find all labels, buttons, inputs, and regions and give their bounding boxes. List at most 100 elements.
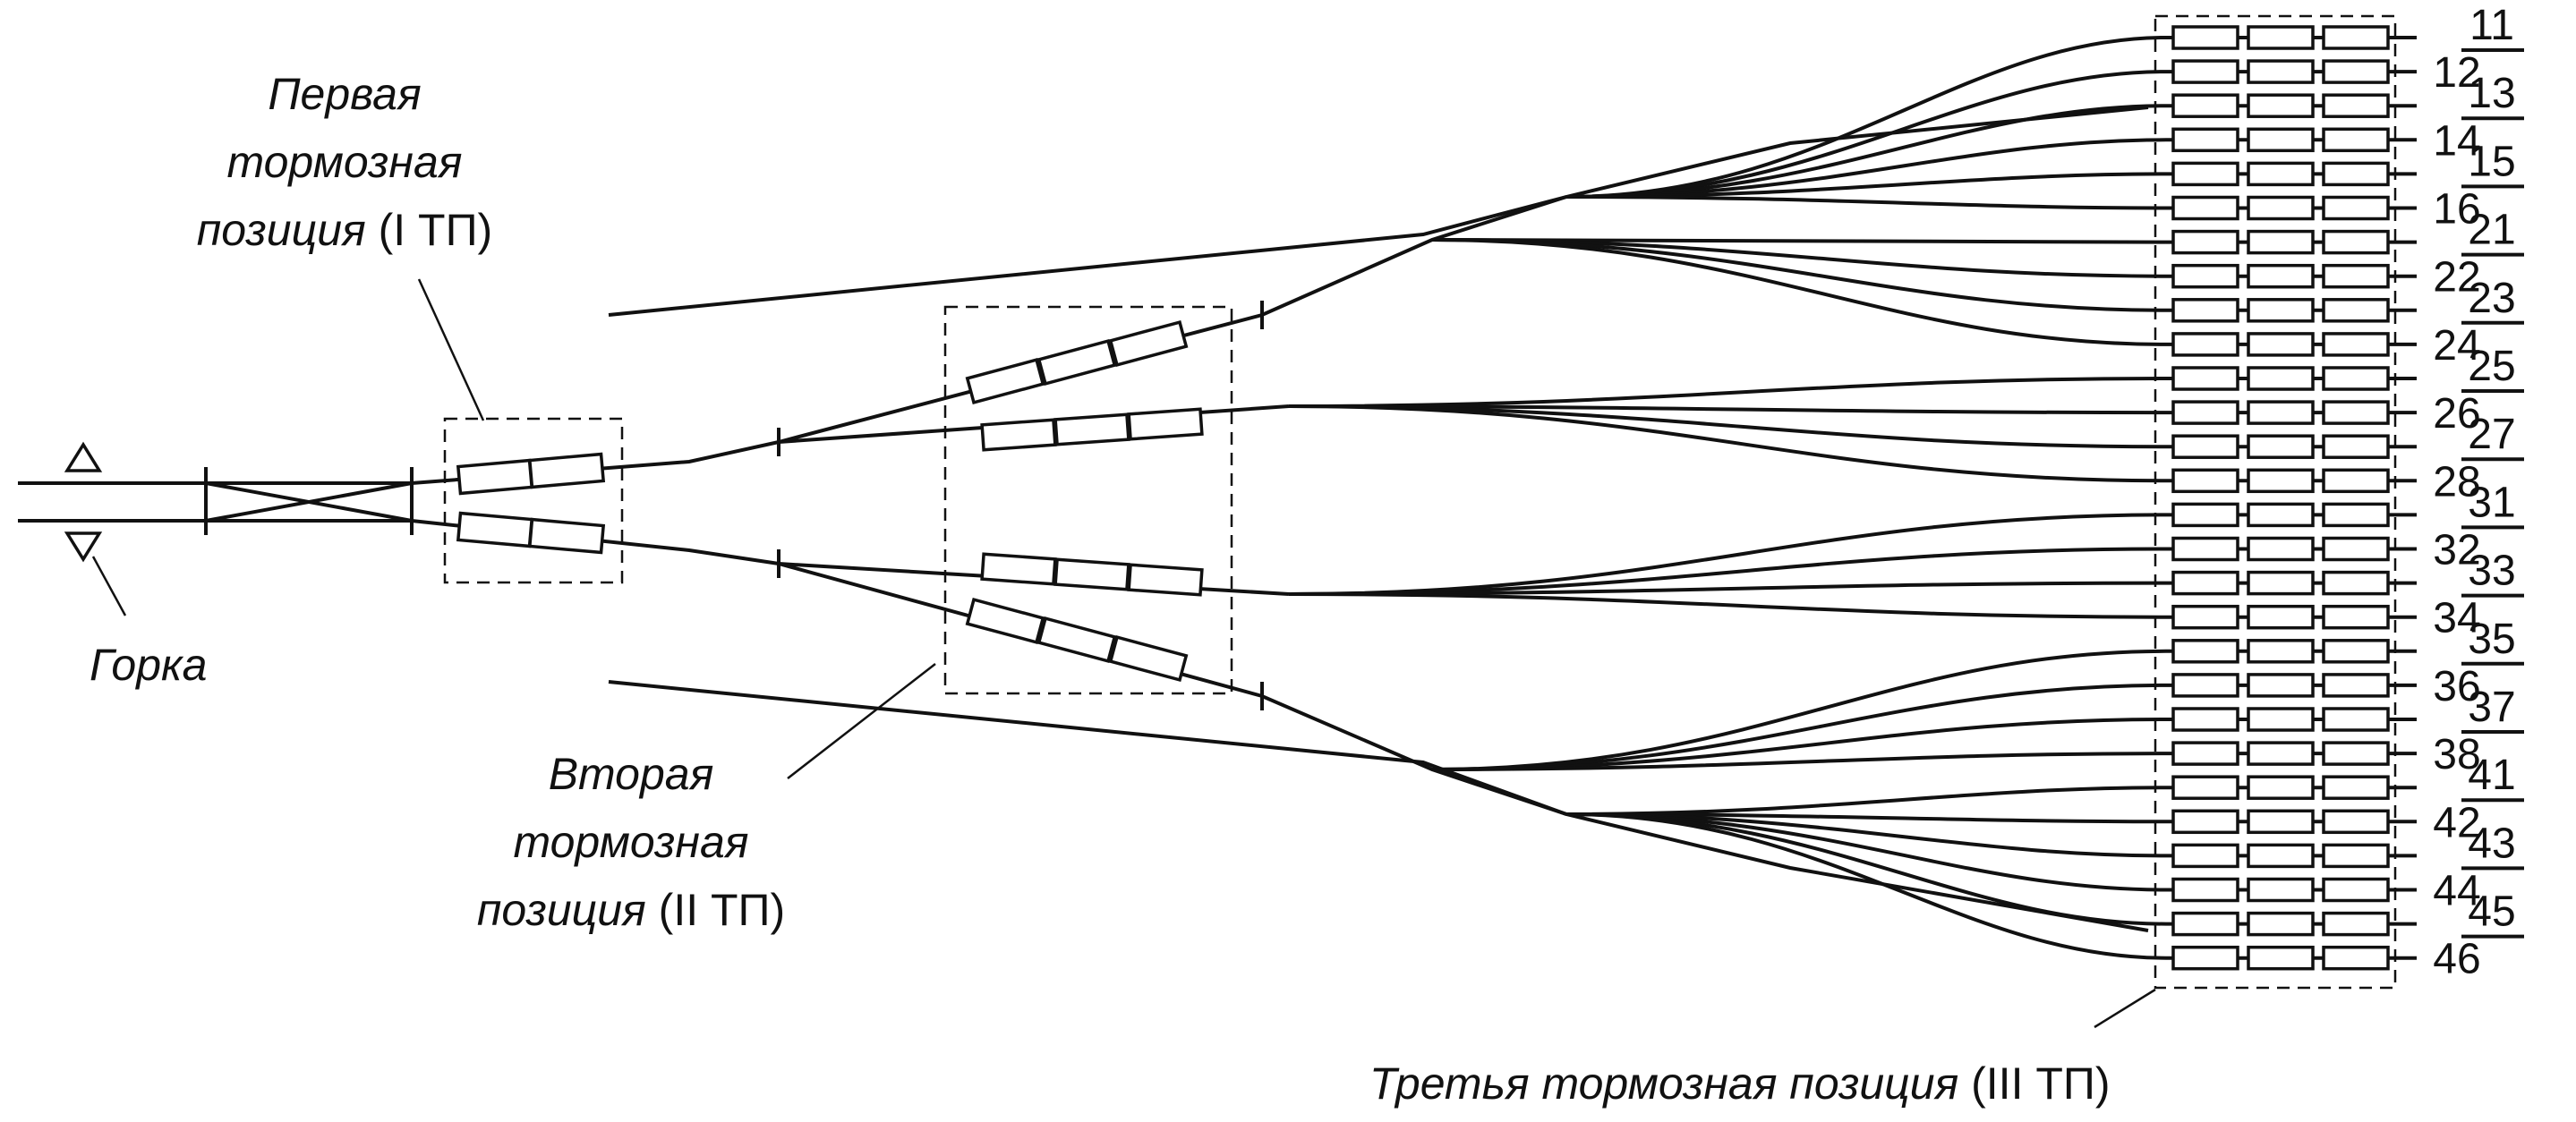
sorting-track [1565, 36, 2167, 199]
retarder [2322, 229, 2390, 255]
track-number: 13 [2468, 70, 2515, 117]
sorting-track [1565, 172, 2167, 199]
retarder [2322, 604, 2390, 630]
retarder [2247, 502, 2315, 528]
down-triangle-icon [64, 531, 103, 563]
sorting-track [1288, 547, 2167, 596]
tp1-label-line2: тормозная [227, 137, 463, 187]
retarder [2322, 877, 2390, 903]
track-number: 37 [2468, 684, 2515, 731]
retarder [2322, 741, 2390, 766]
retarder [2247, 911, 2315, 937]
retarder [2322, 945, 2390, 971]
retarder [2171, 604, 2239, 630]
track-number: 21 [2468, 207, 2515, 254]
retarder [2247, 332, 2315, 357]
sorting-track [1431, 718, 2167, 771]
retarder [2171, 161, 2239, 187]
sorting-track [1288, 513, 2167, 596]
retarder [2247, 707, 2315, 732]
retarder [2322, 639, 2390, 664]
retarder [2247, 877, 2315, 903]
retarder [2171, 298, 2239, 323]
retarder [2322, 468, 2390, 494]
sorting-track [1288, 377, 2167, 408]
tp2-label-line2: тормозная [514, 817, 749, 867]
retarder [2322, 263, 2390, 289]
retarder [2322, 195, 2390, 221]
sorting-track [1288, 581, 2167, 596]
retarder [2171, 877, 2239, 903]
retarder [2322, 366, 2390, 391]
track-number: 15 [2468, 138, 2515, 185]
track-number: 34 [2433, 595, 2480, 642]
retarder [2322, 59, 2390, 84]
retarder [2171, 468, 2239, 494]
retarder [2322, 775, 2390, 800]
retarder [2322, 809, 2390, 835]
tp1-label-line1: Первая [268, 69, 421, 119]
track-number: 11 [2469, 2, 2514, 49]
tp2-label-line1: Вторая [549, 749, 714, 799]
brake-position-2 [777, 301, 1290, 779]
retarder [2247, 570, 2315, 596]
retarder [2247, 468, 2315, 494]
retarder [2171, 93, 2239, 118]
retarder [2322, 298, 2390, 323]
retarder [2322, 161, 2390, 187]
sorting-track [1565, 812, 2167, 892]
track-number: 44 [2433, 868, 2480, 915]
track-number: 31 [2468, 479, 2515, 526]
retarder [2247, 59, 2315, 84]
sorting-track [1565, 812, 2167, 824]
outer-tracks [608, 195, 1567, 816]
retarder [2247, 229, 2315, 255]
retarder [2322, 502, 2390, 528]
retarder [2171, 911, 2239, 937]
track-number: 42 [2433, 799, 2480, 846]
retarder [2171, 195, 2239, 221]
retarder [2247, 93, 2315, 118]
sorting-track [1565, 70, 2167, 199]
retarder [2171, 809, 2239, 835]
retarder [2322, 400, 2390, 425]
retarder [2171, 570, 2239, 596]
hump-triangles [64, 441, 127, 616]
retarder [2247, 161, 2315, 187]
retarder [2171, 25, 2239, 50]
retarder [2247, 673, 2315, 698]
retarder [2247, 604, 2315, 630]
retarder [2322, 843, 2390, 869]
sorting-track [1431, 683, 2167, 771]
sorting-track [1288, 404, 2167, 449]
sorting-track [1431, 238, 2167, 244]
retarder [2171, 945, 2239, 971]
retarder [2322, 25, 2390, 50]
sorting-track [1431, 649, 2167, 771]
brake-position-3 [2094, 14, 2397, 1029]
track-number: 14 [2433, 117, 2480, 165]
brake-position-1 [411, 106, 2149, 932]
retarder [2247, 434, 2315, 459]
track-number: 28 [2433, 458, 2480, 506]
retarder [2322, 673, 2390, 698]
hump-label: Горка [90, 640, 207, 690]
retarder [2247, 843, 2315, 869]
retarder [2171, 843, 2239, 869]
retarder [2171, 434, 2239, 459]
track-number: 32 [2433, 527, 2480, 574]
track-number: 46 [2433, 936, 2480, 983]
up-triangle-icon [64, 441, 103, 472]
retarder [2322, 536, 2390, 562]
retarder [2171, 127, 2239, 153]
retarder [2247, 263, 2315, 289]
retarder [2171, 59, 2239, 84]
labels: Горка Первая тормозная позиция (I ТП) Вт… [90, 69, 2111, 1109]
retarder [2171, 707, 2239, 732]
retarder [2171, 366, 2239, 391]
track-number: 16 [2433, 186, 2480, 234]
retarder [2171, 502, 2239, 528]
track-number: 45 [2468, 888, 2515, 936]
sorting-track [1431, 752, 2167, 771]
